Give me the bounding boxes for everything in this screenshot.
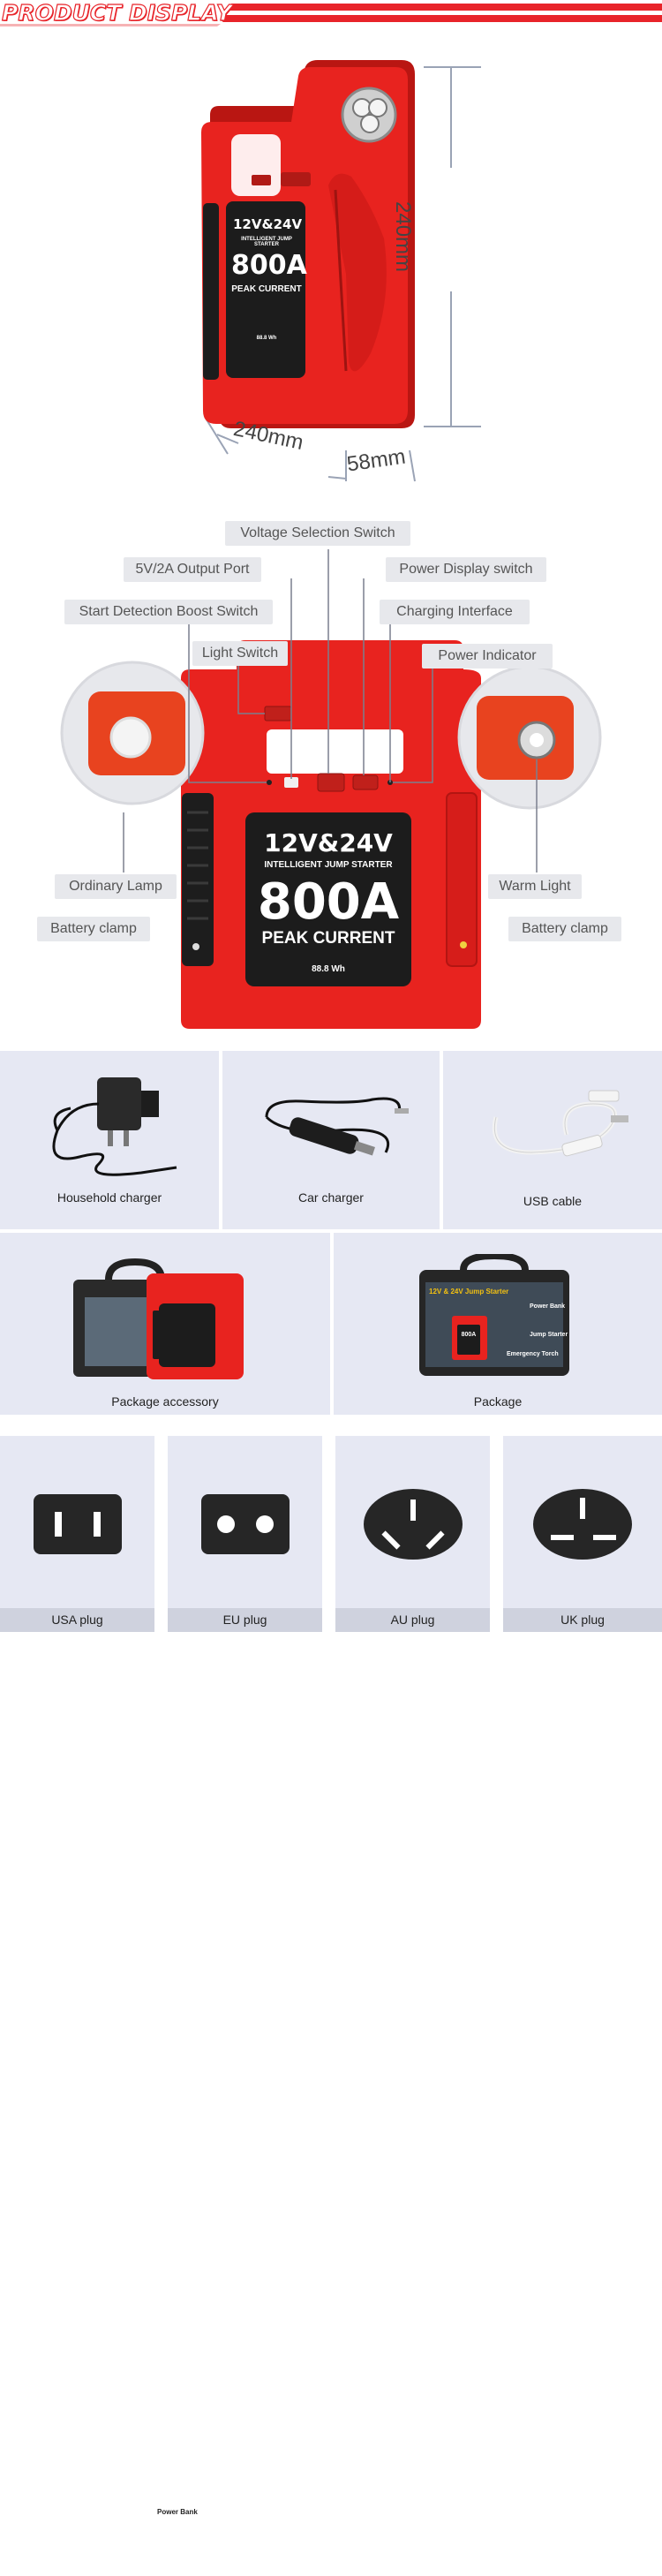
callout-output-port: 5V/2A Output Port [124, 557, 261, 582]
usa-plug-icon [34, 1494, 122, 1554]
front-label-brand: 12V&24V [264, 828, 393, 857]
uk-plug-icon [533, 1489, 632, 1560]
callout-power-display: Power Display switch [386, 557, 546, 582]
front-label-amps: 800A [257, 873, 400, 931]
callout-power-indicator: Power Indicator [422, 644, 553, 669]
page-title: PRODUCT DISPLAY [1, 0, 232, 26]
header-stripes [0, 4, 662, 26]
side-label-peak: PEAK CURRENT [231, 284, 302, 294]
au-plug-icon [364, 1489, 463, 1560]
side-label-amps: 800A [231, 250, 307, 281]
uk-plug-label: UK plug [503, 1608, 662, 1632]
front-label-peak: PEAK CURRENT [261, 929, 395, 948]
eu-plug-icon [201, 1494, 290, 1554]
callout-start-detection: Start Detection Boost Switch [64, 600, 273, 624]
au-plug-label: AU plug [335, 1608, 490, 1632]
usa-plug-label: USA plug [0, 1608, 154, 1632]
package-accessory-amps: 800 A [168, 2552, 207, 2567]
car-charger-label: Car charger [298, 1190, 364, 1205]
callout-light-switch: Light Switch [192, 641, 288, 666]
dimension-lines [204, 66, 481, 482]
package-title: 12V & 24V Jump Starter [429, 1288, 509, 1296]
household-charger-label: Household charger [56, 1190, 162, 1205]
package-accessory-brand: 12V&24V [168, 2542, 207, 2551]
panel-car-charger: Car charger [222, 1051, 440, 1229]
front-label-subtitle: INTELLIGENT JUMP STARTER [264, 860, 393, 870]
callout-leader-lines [123, 549, 538, 873]
eu-plug-label: EU plug [168, 1608, 322, 1632]
front-label-capacity: 88.8 Wh [312, 964, 345, 974]
car-charger-image [265, 1097, 409, 1156]
side-label-subtitle: INTELLIGENT JUMP STARTER [241, 237, 292, 247]
callout-warm-light: Warm Light [488, 874, 582, 899]
package-accessory-badge: Power Bank [157, 2508, 198, 2516]
package-accessory-label: Package accessory [111, 1394, 219, 1409]
callout-ordinary-lamp: Ordinary Lamp [55, 874, 177, 899]
package-image [419, 1254, 569, 1376]
usb-cable-image [493, 1090, 628, 1157]
package-label: Package [473, 1394, 523, 1409]
product-front-view [60, 549, 602, 1029]
package-accessory-image [73, 1258, 244, 1379]
callout-voltage-selection: Voltage Selection Switch [225, 521, 410, 546]
household-charger-image [52, 1077, 177, 1176]
package-power-bank: Power Bank [530, 1303, 566, 1310]
package-jump-starter: Jump Starter [530, 1332, 568, 1338]
panel-package: 12V & 24V Jump Starter Power Bank Jump S… [334, 1233, 662, 1415]
product-side-view [201, 60, 481, 482]
package-accessory-peak: PEAK CURRENT [162, 2570, 212, 2576]
callout-charging-interface: Charging Interface [380, 600, 530, 624]
panel-usa-plug: USA plug [0, 1436, 154, 1632]
callout-battery-clamp-right: Battery clamp [508, 917, 621, 941]
panel-eu-plug: EU plug [168, 1436, 322, 1632]
side-label-brand: 12V&24V [233, 216, 303, 232]
panel-package-accessory: Power Bank 12V&24V 800 A PEAK CURRENT Pa… [0, 1233, 330, 2576]
callout-battery-clamp-left: Battery clamp [37, 917, 150, 941]
usb-cable-label: USB cable [523, 1194, 583, 1208]
side-label-capacity: 88.8 Wh [256, 336, 277, 341]
panel-au-plug: AU plug [335, 1436, 490, 1632]
panel-household-charger: Household charger [0, 1051, 219, 1229]
section-header: PRODUCT DISPLAY [0, 0, 662, 35]
panel-usb-cable: USB cable [443, 1051, 662, 1229]
panel-uk-plug: UK plug [503, 1436, 662, 1632]
package-torch: Emergency Torch [507, 1351, 559, 1357]
package-amps: 800A [461, 1332, 477, 1338]
dimension-height: 240mm [391, 201, 415, 273]
